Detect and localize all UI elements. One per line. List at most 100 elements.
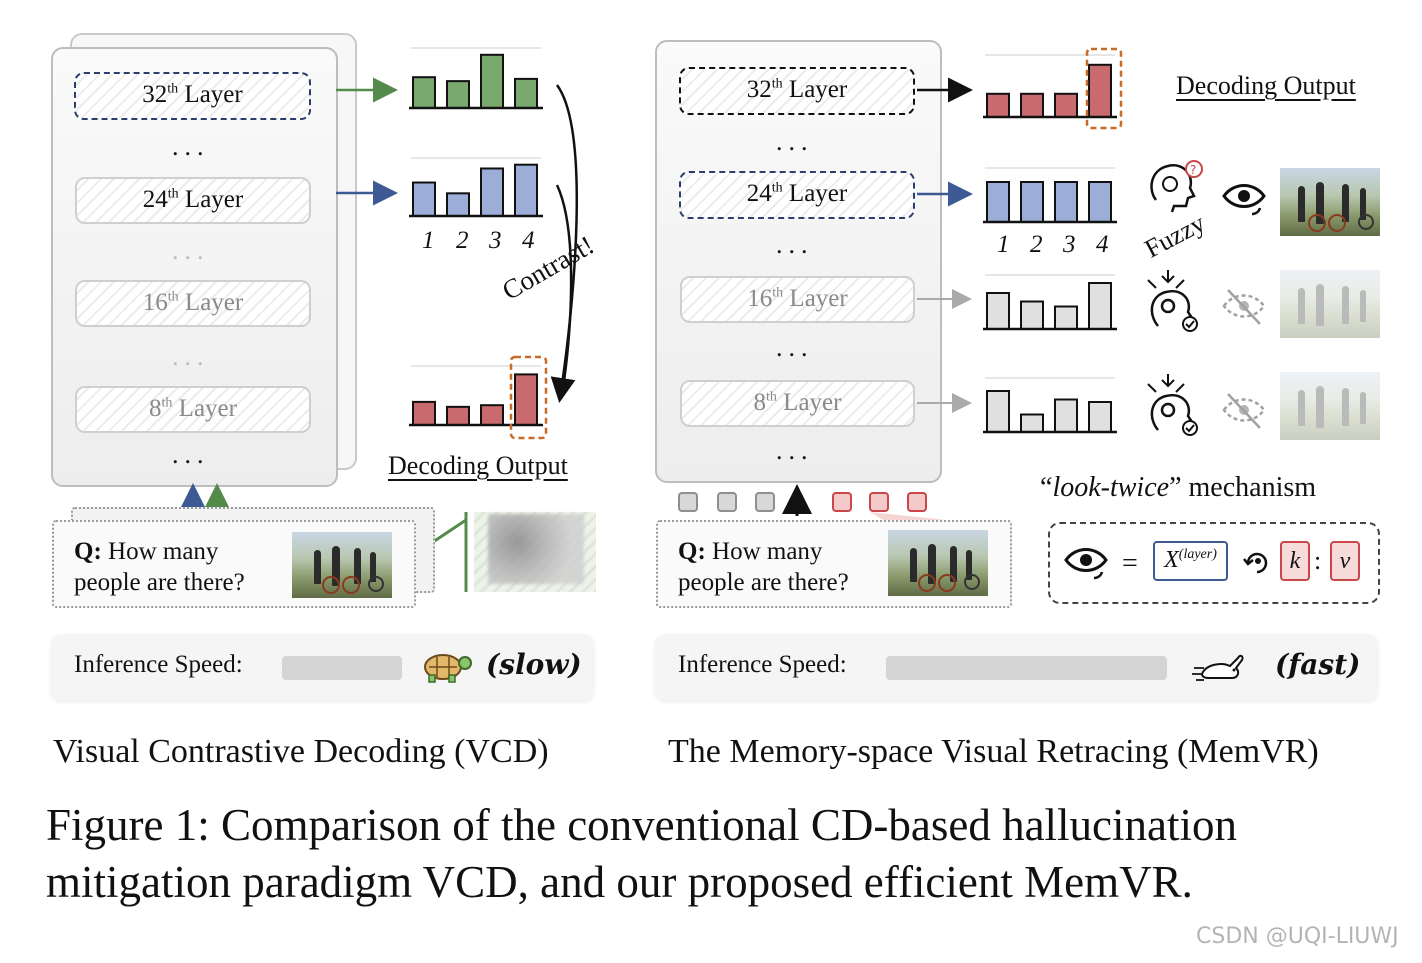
memvr-formula-box [1048, 522, 1380, 604]
memvr-speed-bar [886, 656, 1167, 680]
memvr-axis-4: 4 [1096, 231, 1109, 258]
vcd-axis-4: 4 [522, 227, 535, 254]
memvr-question-line2: people are there? [678, 569, 849, 596]
vcd-32th-layer-bar-4 [514, 77, 538, 109]
watermark: CSDN @UQI-LIUWJ [1196, 924, 1399, 949]
memvr-diagram-svg: ? [782, 47, 1266, 524]
vcd-dots-4: ... [172, 440, 210, 469]
memvr-quote-text: look-twice [1052, 472, 1170, 503]
vcd-speed-bar [282, 656, 402, 680]
memvr-mechanism-word: mechanism [1181, 472, 1317, 503]
formula-k: k [1280, 541, 1310, 581]
vcd-question-prefix: Q: [74, 538, 102, 565]
memvr-question-text: Q: How many people are there? [678, 536, 849, 598]
vcd-axis-1: 1 [422, 227, 435, 254]
vcd-32th-layer-bar-1 [412, 76, 436, 109]
memvr-question-line1: How many [705, 538, 823, 565]
memvr-token-red-1 [832, 492, 852, 512]
vcd-chart-24 [409, 157, 543, 218]
memvr-dots-4: ... [776, 436, 814, 465]
memvr-token-red-3 [907, 492, 927, 512]
vcd-layer-32-word: Layer [184, 81, 243, 108]
vcd-dots-1: ... [172, 132, 210, 161]
memvr-token-gray-2 [717, 492, 737, 512]
memvr-speed-label: Inference Speed: [678, 651, 847, 678]
memvr-image-faded-16 [1280, 270, 1380, 338]
formula-x-sup: (layer) [1178, 547, 1217, 562]
memvr-layer-8-word: Layer [783, 389, 842, 416]
memvr-8th-layer-bar-2 [1020, 413, 1044, 433]
vcd-output-bar-2 [446, 405, 470, 427]
vcd-layer-8-sup: th [161, 395, 173, 411]
memvr-32th-layer-bar-2 [1020, 92, 1044, 119]
formula-x-layer: X(layer) [1153, 541, 1228, 581]
vcd-question-image [292, 532, 392, 598]
vcd-chart-32 [409, 47, 543, 110]
memvr-output-highlight [1085, 47, 1123, 130]
vcd-axis-2: 2 [456, 227, 469, 254]
memvr-32th-layer-bar-1 [986, 92, 1010, 119]
vcd-contrast-curve-1 [550, 84, 578, 403]
vcd-layer-16-sup: th [167, 289, 179, 305]
memvr-decoding-output-label: Decoding Output [1176, 71, 1356, 100]
memvr-chart-32 [983, 54, 1117, 119]
memvr-chart-8 [983, 377, 1117, 434]
vcd-layer-16-num: 16 [142, 289, 168, 316]
memvr-24th-layer-bar-3 [1054, 181, 1078, 223]
vcd-output-bar-4 [514, 373, 538, 426]
vcd-output-bar-3 [480, 404, 504, 427]
vcd-dots-3: ... [172, 342, 210, 371]
vcd-question-text: Q: How many people are there? [74, 536, 245, 598]
memvr-chart-16 [983, 274, 1117, 331]
memvr-question-prefix: Q: [678, 538, 706, 565]
memvr-layer-16: 16th Layer [680, 276, 915, 323]
vcd-question-line1: How many [101, 538, 219, 565]
memvr-layer-24-sup: th [771, 180, 783, 196]
formula-equals: = [1122, 548, 1138, 579]
memvr-8th-layer-bar-4 [1088, 401, 1112, 433]
memvr-24th-layer-bar-4 [1088, 181, 1112, 223]
vcd-layer-8-word: Layer [178, 395, 237, 422]
svg-text:?: ? [1190, 163, 1196, 177]
vcd-question-line2: people are there? [74, 569, 245, 596]
memvr-axis-1: 1 [997, 231, 1010, 258]
memvr-token-red-2 [869, 492, 889, 512]
memvr-layer-24: 24th Layer [679, 171, 915, 219]
memvr-16th-layer-bar-3 [1054, 305, 1078, 330]
memvr-8th-layer-bar-1 [986, 390, 1010, 433]
vcd-diagram-svg [180, 47, 578, 592]
head-gear-icon-8 [1147, 374, 1198, 436]
memvr-layer-32: 32th Layer [679, 67, 915, 115]
memvr-8th-layer-bar-3 [1054, 398, 1078, 433]
memvr-layer-8: 8th Layer [680, 380, 915, 427]
figure-caption-line2: mitigation paradigm VCD, and our propose… [46, 857, 1193, 907]
vcd-24th-layer-bar-3 [480, 167, 504, 217]
memvr-token-gray-3 [755, 492, 775, 512]
vcd-layer-24-word: Layer [184, 186, 244, 213]
memvr-quote-close: ” [1169, 472, 1182, 503]
formula-v: v [1330, 541, 1360, 581]
memvr-layer-24-num: 24 [746, 180, 772, 207]
head-gear-icon-16 [1147, 270, 1198, 332]
memvr-16th-layer-bar-1 [986, 292, 1010, 330]
memvr-layer-16-sup: th [772, 285, 784, 301]
vcd-layer-8-num: 8 [149, 395, 162, 422]
memvr-axis-3: 3 [1063, 231, 1076, 258]
vcd-decoding-output-label: Decoding Output [388, 451, 568, 480]
vcd-output-bar-1 [412, 400, 436, 426]
vcd-chart-output [409, 365, 543, 427]
eye-crossed-icon-8 [1222, 393, 1266, 429]
vcd-layer-24: 24th Layer [75, 177, 311, 224]
vcd-axis-3: 3 [489, 227, 502, 254]
vcd-32th-layer-bar-2 [446, 80, 470, 110]
vcd-layer-16: 16th Layer [75, 280, 311, 327]
memvr-layer-32-num: 32 [746, 76, 772, 103]
memvr-32th-layer-bar-3 [1054, 92, 1078, 119]
memvr-layer-8-sup: th [766, 389, 777, 405]
formula-colon: : [1314, 546, 1322, 575]
eye-crossed-icon-16 [1222, 289, 1266, 325]
memvr-layer-8-num: 8 [753, 389, 767, 416]
memvr-caption: The Memory-space Visual Retracing (MemVR… [668, 733, 1319, 770]
memvr-quote-open: “ [1040, 472, 1053, 503]
memvr-24th-layer-bar-2 [1020, 181, 1044, 223]
